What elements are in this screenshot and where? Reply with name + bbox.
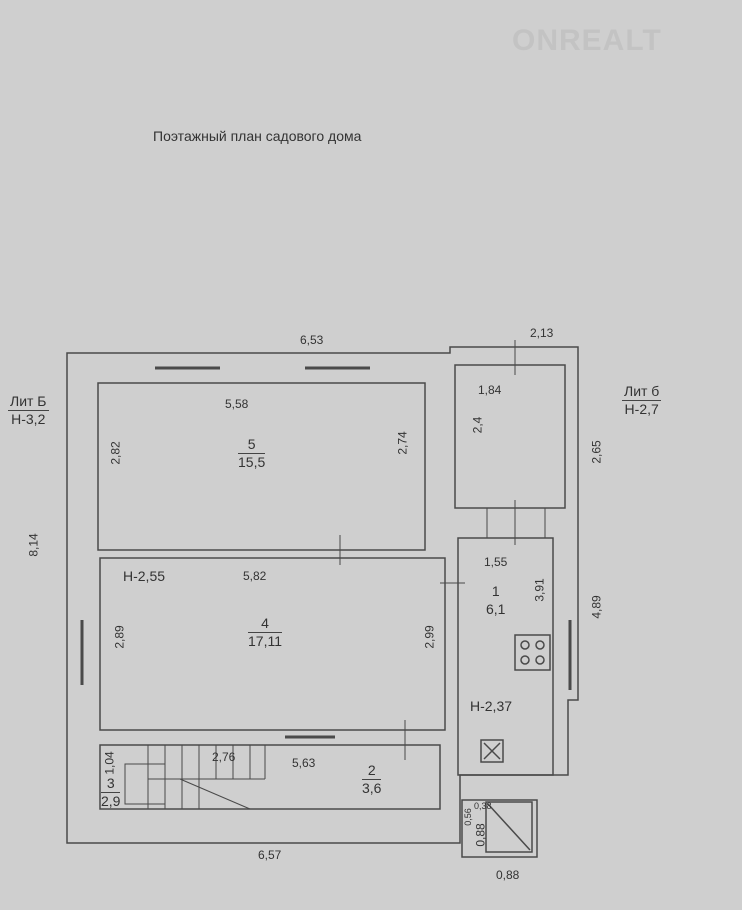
dim-right-upper: 2,65 <box>589 440 604 464</box>
room3-height: 1,04 <box>102 751 117 775</box>
room-5 <box>97 382 426 551</box>
room2-width: 5,63 <box>292 756 316 770</box>
doors <box>339 340 546 760</box>
side-room <box>454 364 566 509</box>
side-width: 1,84 <box>478 383 502 397</box>
dim-right-lower: 4,89 <box>589 595 604 619</box>
plan-title: Поэтажный план садового дома <box>153 128 362 144</box>
small-box <box>461 799 538 858</box>
room-2-3 <box>99 744 441 810</box>
room4-width: 5,82 <box>243 569 267 583</box>
room1-width: 1,55 <box>484 555 508 569</box>
room-1 <box>457 537 554 776</box>
boiler-icon <box>480 739 504 763</box>
dim-top-main: 6,53 <box>300 333 324 347</box>
room1-ceiling: Н-2,37 <box>470 698 513 714</box>
room4-right: 2,99 <box>422 625 437 649</box>
stove-icon <box>514 634 551 671</box>
room5-left: 2,82 <box>108 441 123 465</box>
outer-wall <box>66 346 579 844</box>
side-height: 2,4 <box>470 416 485 434</box>
room5-width: 5,58 <box>225 397 249 411</box>
dim-bottom: 6,57 <box>258 848 282 862</box>
dim-small-v1: 0,56 <box>462 808 473 826</box>
room5-right: 2,74 <box>395 431 410 455</box>
windows <box>80 366 572 739</box>
room1-height: 3,91 <box>532 578 547 602</box>
stairs <box>124 745 266 810</box>
stair-width: 2,76 <box>212 750 236 764</box>
dim-top-right: 2,13 <box>530 326 554 340</box>
room-4 <box>99 557 446 731</box>
dim-small-v2: 0,88 <box>473 823 488 847</box>
dim-left-total: 8,14 <box>26 533 41 557</box>
watermark: ONREALT <box>512 24 662 57</box>
dim-small-h: 0,38 <box>474 801 492 811</box>
dim-bottom-small: 0,88 <box>496 868 520 882</box>
room4-left: 2,89 <box>112 625 127 649</box>
room4-height: Н-2,55 <box>123 568 166 584</box>
